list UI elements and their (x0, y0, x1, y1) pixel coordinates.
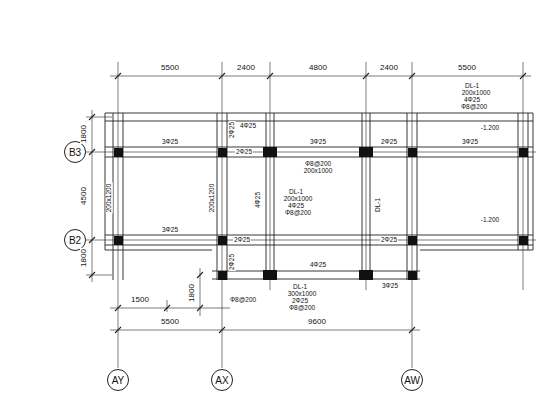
beam-annotation: 4Φ25 (287, 203, 305, 210)
axis-label: AX (215, 375, 228, 386)
dimension-text: 1800 (80, 124, 88, 144)
beam-annotation: DL-1 (288, 189, 304, 196)
dimension-text: 2400 (236, 64, 256, 72)
beam-annotation: 2Φ25 (233, 237, 251, 244)
dimension-text: 9600 (307, 318, 327, 326)
beam-annotation: 3Φ25 (161, 227, 179, 234)
axis-label: AW (404, 375, 420, 386)
beam-annotation: 3Φ25 (309, 139, 327, 146)
dimension-text: 2400 (379, 64, 399, 72)
dimension-text: 4800 (308, 64, 328, 72)
beam-outlines (105, 113, 533, 280)
axis-label: AY (112, 375, 125, 386)
beam-annotation: 200x1000 (461, 90, 492, 97)
dimension-text: 1800 (188, 283, 196, 303)
dimension-text: 1800 (80, 248, 88, 268)
beam-annotation: 3Φ25 (161, 139, 179, 146)
beam-annotation: Φ8@200 (284, 210, 312, 217)
dimension-text: 5500 (160, 318, 180, 326)
beam-annotation: 200x1200 (106, 183, 113, 214)
dimension-lines (92, 76, 531, 330)
beam-annotation: Φ8@200 (460, 104, 488, 111)
beam-annotation: 200x1200 (209, 183, 216, 214)
beam-annotation: -1.200 (480, 125, 500, 132)
beam-annotation: 200x1000 (283, 196, 314, 203)
beam-annotation: DL-1 (375, 197, 382, 213)
dimension-ticks (89, 73, 526, 333)
axis-label: B3 (69, 147, 81, 158)
beam-annotation: Φ8@200 (304, 161, 332, 168)
axis-bubble: AX (211, 369, 233, 391)
beam-annotation: 4Φ25 (255, 191, 262, 209)
beam-annotation: 2Φ25 (291, 298, 309, 305)
beam-annotation: 2Φ25 (380, 139, 398, 146)
beam-annotation: Φ8@200 (288, 305, 316, 312)
beam-annotation: 2Φ25 (229, 253, 236, 271)
beam-annotation: 2Φ25 (235, 149, 253, 156)
beam-annotation: Φ8@200 (229, 297, 257, 304)
beam-annotation: 3Φ25 (381, 283, 399, 290)
dimension-text: 5500 (160, 64, 180, 72)
beam-annotation: 4Φ25 (309, 262, 327, 269)
beam-annotation: 3Φ25 (461, 139, 479, 146)
beam-annotation: 200x1000 (303, 168, 334, 175)
axis-bubble: AW (401, 369, 423, 391)
columns (114, 147, 528, 280)
beam-annotation: DL-1 (292, 284, 308, 291)
beam-annotation: 4Φ25 (463, 97, 481, 104)
dimension-text: 4500 (80, 186, 88, 206)
beam-annotation: 300x1000 (287, 291, 318, 298)
axis-bubble: B3 (64, 141, 86, 163)
grid-lines (86, 62, 536, 368)
beam-annotation: 4Φ25 (239, 123, 257, 130)
dimension-text: 1500 (130, 296, 150, 304)
beam-annotation: DL-1 (464, 83, 480, 90)
beam-annotation: 2Φ25 (229, 121, 236, 139)
beam-annotation: 2Φ25 (380, 237, 398, 244)
dimension-text: 5500 (457, 64, 477, 72)
extension-line (167, 300, 168, 312)
axis-label: B2 (69, 235, 81, 246)
beam-annotation: -1.200 (480, 217, 500, 224)
axis-bubble: AY (107, 369, 129, 391)
